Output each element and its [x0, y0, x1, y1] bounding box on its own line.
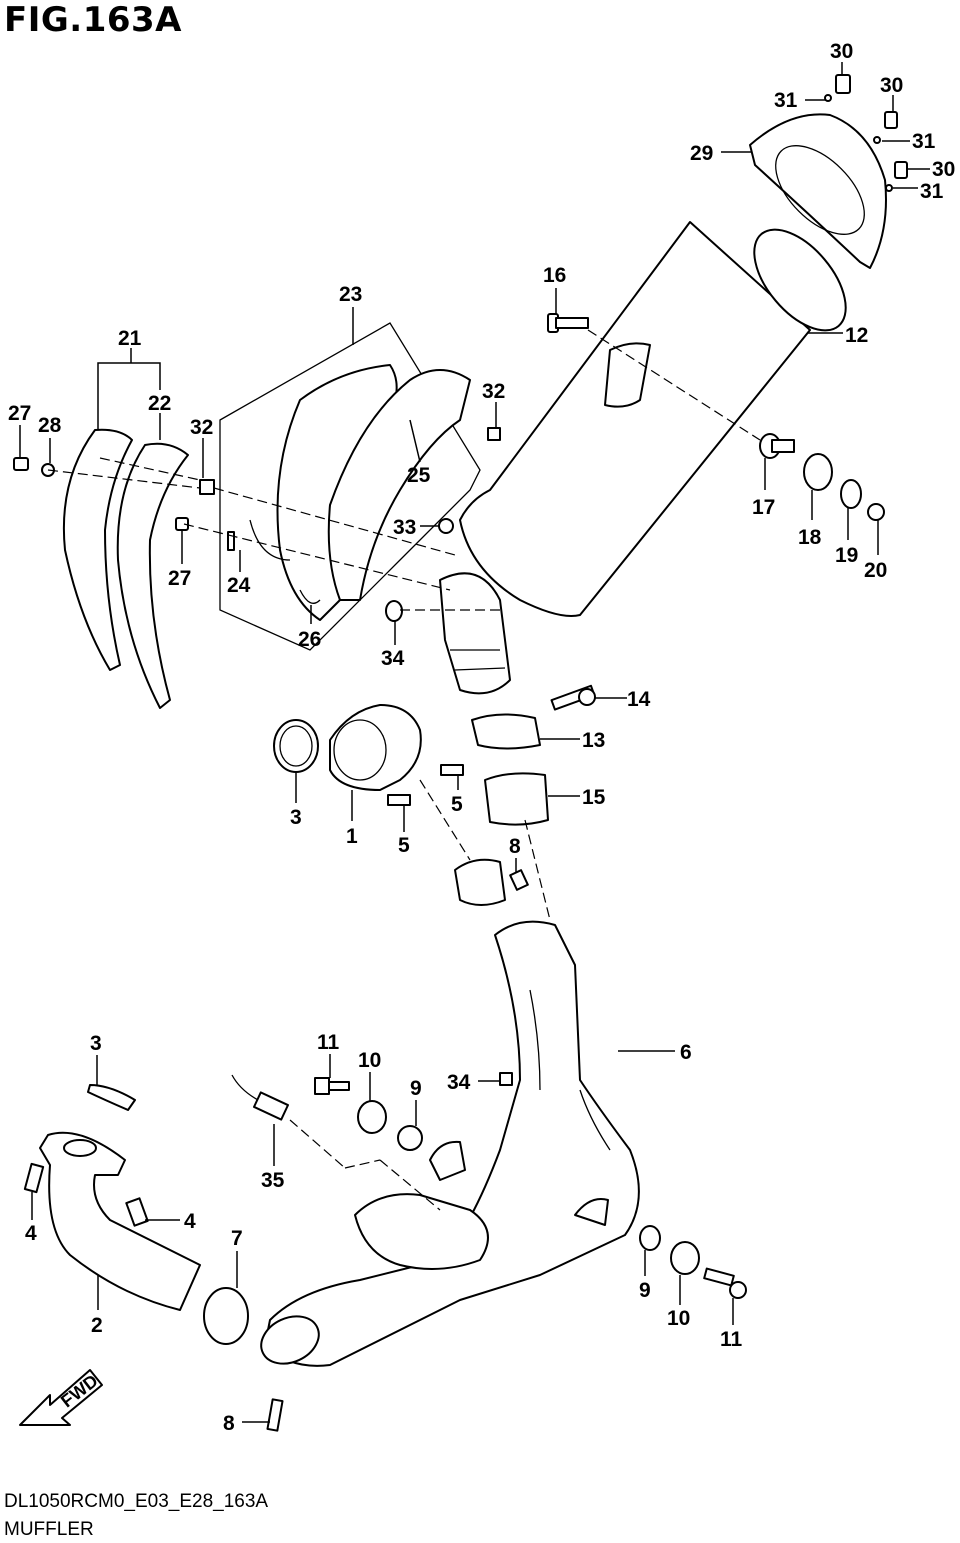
leader-lines: [19, 62, 930, 1423]
callout-11: 11: [720, 1328, 743, 1351]
callout-5: 5: [451, 793, 463, 816]
callout-31: 31: [912, 130, 936, 153]
callout-24: 24: [227, 574, 251, 597]
callout-10: 10: [358, 1049, 381, 1072]
callout-5: 5: [398, 834, 410, 857]
callout-30: 30: [932, 158, 955, 181]
callout-1: 1: [346, 825, 358, 848]
callout-32: 32: [482, 380, 505, 403]
assembly-lines: [47, 329, 761, 1211]
callout-4: 4: [25, 1222, 37, 1245]
callout-16: 16: [543, 264, 566, 287]
callout-21: 21: [118, 327, 142, 350]
callout-31: 31: [920, 180, 944, 203]
diagram-name: MUFFLER: [4, 1519, 94, 1540]
callout-8: 8: [509, 835, 521, 858]
callout-30: 30: [830, 40, 853, 63]
figure-title: FIG.163A: [4, 0, 182, 40]
small-hardware: [13, 74, 908, 1432]
callout-11: 11: [317, 1031, 340, 1054]
callout-31: 31: [774, 89, 798, 112]
diagram-code: DL1050RCM0_E03_E28_163A: [4, 1491, 269, 1512]
callout-7: 7: [231, 1227, 243, 1250]
muffler-body: [439, 221, 847, 695]
muffler-cover-left: [62, 428, 189, 709]
forward-direction-arrow: FWD: [19, 1369, 103, 1426]
callout-6: 6: [680, 1041, 692, 1064]
callout-2: 2: [91, 1314, 103, 1337]
callout-3: 3: [90, 1032, 102, 1055]
callout-30: 30: [880, 74, 903, 97]
callout-8: 8: [223, 1412, 235, 1435]
callout-35: 35: [261, 1169, 285, 1192]
callout-13: 13: [582, 729, 605, 752]
callout-27: 27: [168, 567, 191, 590]
callout-22: 22: [148, 392, 171, 415]
callout-34: 34: [381, 647, 405, 670]
connector-and-clamps: [273, 704, 549, 906]
callout-10: 10: [667, 1307, 690, 1330]
front-pipe: [39, 1084, 249, 1345]
callout-28: 28: [38, 414, 62, 437]
callout-3: 3: [290, 806, 302, 829]
exhaust-pipe-assembly: [260, 920, 640, 1367]
callout-12: 12: [845, 324, 868, 347]
callout-32: 32: [190, 416, 213, 439]
callout-25: 25: [407, 464, 431, 487]
callout-26: 26: [298, 628, 321, 651]
callout-15: 15: [582, 786, 606, 809]
callout-34: 34: [447, 1071, 471, 1094]
callout-17: 17: [752, 496, 775, 519]
callout-9: 9: [639, 1279, 651, 1302]
callout-4: 4: [184, 1210, 196, 1233]
callout-23: 23: [339, 283, 362, 306]
callout-20: 20: [864, 559, 887, 582]
heat-shield-group-box: [219, 322, 481, 651]
callout-labels: 30 31 30 31 30 31 29 16 12 17 18 19 20 2…: [8, 40, 955, 1435]
callout-27: 27: [8, 402, 31, 425]
callout-14: 14: [627, 688, 651, 711]
callout-9: 9: [410, 1077, 422, 1100]
callout-19: 19: [835, 544, 858, 567]
callout-33: 33: [393, 516, 416, 539]
callout-29: 29: [690, 142, 713, 165]
callout-18: 18: [798, 526, 822, 549]
oxygen-sensor: [231, 1074, 289, 1121]
